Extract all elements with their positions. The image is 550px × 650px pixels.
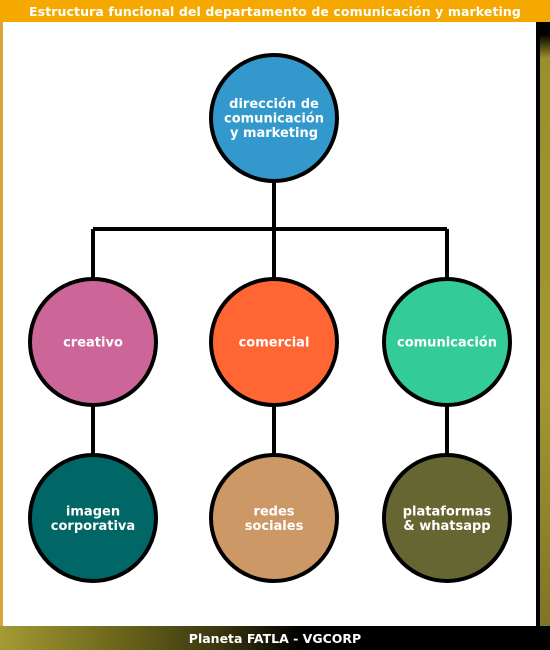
node-creativo: creativo [28, 277, 158, 407]
node-root-circle [209, 53, 339, 183]
node-comercial: comercial [209, 277, 339, 407]
node-root-label: comunicación [224, 112, 324, 127]
node-comunicacion: comunicación [382, 277, 512, 407]
connectors [91, 181, 449, 455]
node-imagen-circle [28, 453, 158, 583]
node-redes-label: sociales [245, 519, 304, 534]
node-comercial-circle [209, 277, 339, 407]
node-redes-label: redes [253, 504, 294, 519]
node-creativo-label: creativo [63, 336, 123, 351]
node-creativo-circle [28, 277, 158, 407]
node-plataformas-label: plataformas [403, 504, 492, 519]
node-comercial-label: comercial [239, 336, 310, 351]
node-imagen-label: corporativa [51, 519, 135, 534]
node-comunicacion-label: comunicación [397, 336, 497, 351]
footer-credit: Planeta FATLA - VGCORP [0, 626, 550, 650]
page-title: Estructura funcional del departamento de… [0, 0, 550, 22]
node-imagen-label: imagen [66, 504, 120, 519]
node-plataformas: plataformas& whatsapp [382, 453, 512, 583]
node-plataformas-label: & whatsapp [403, 519, 490, 534]
node-redes-circle [209, 453, 339, 583]
node-root-label: y marketing [230, 126, 318, 141]
node-root-label: dirección de [229, 97, 319, 112]
right-olive-strip [540, 22, 550, 626]
node-plataformas-circle [382, 453, 512, 583]
node-comunicacion-circle [382, 277, 512, 407]
left-border-strip [0, 22, 3, 626]
